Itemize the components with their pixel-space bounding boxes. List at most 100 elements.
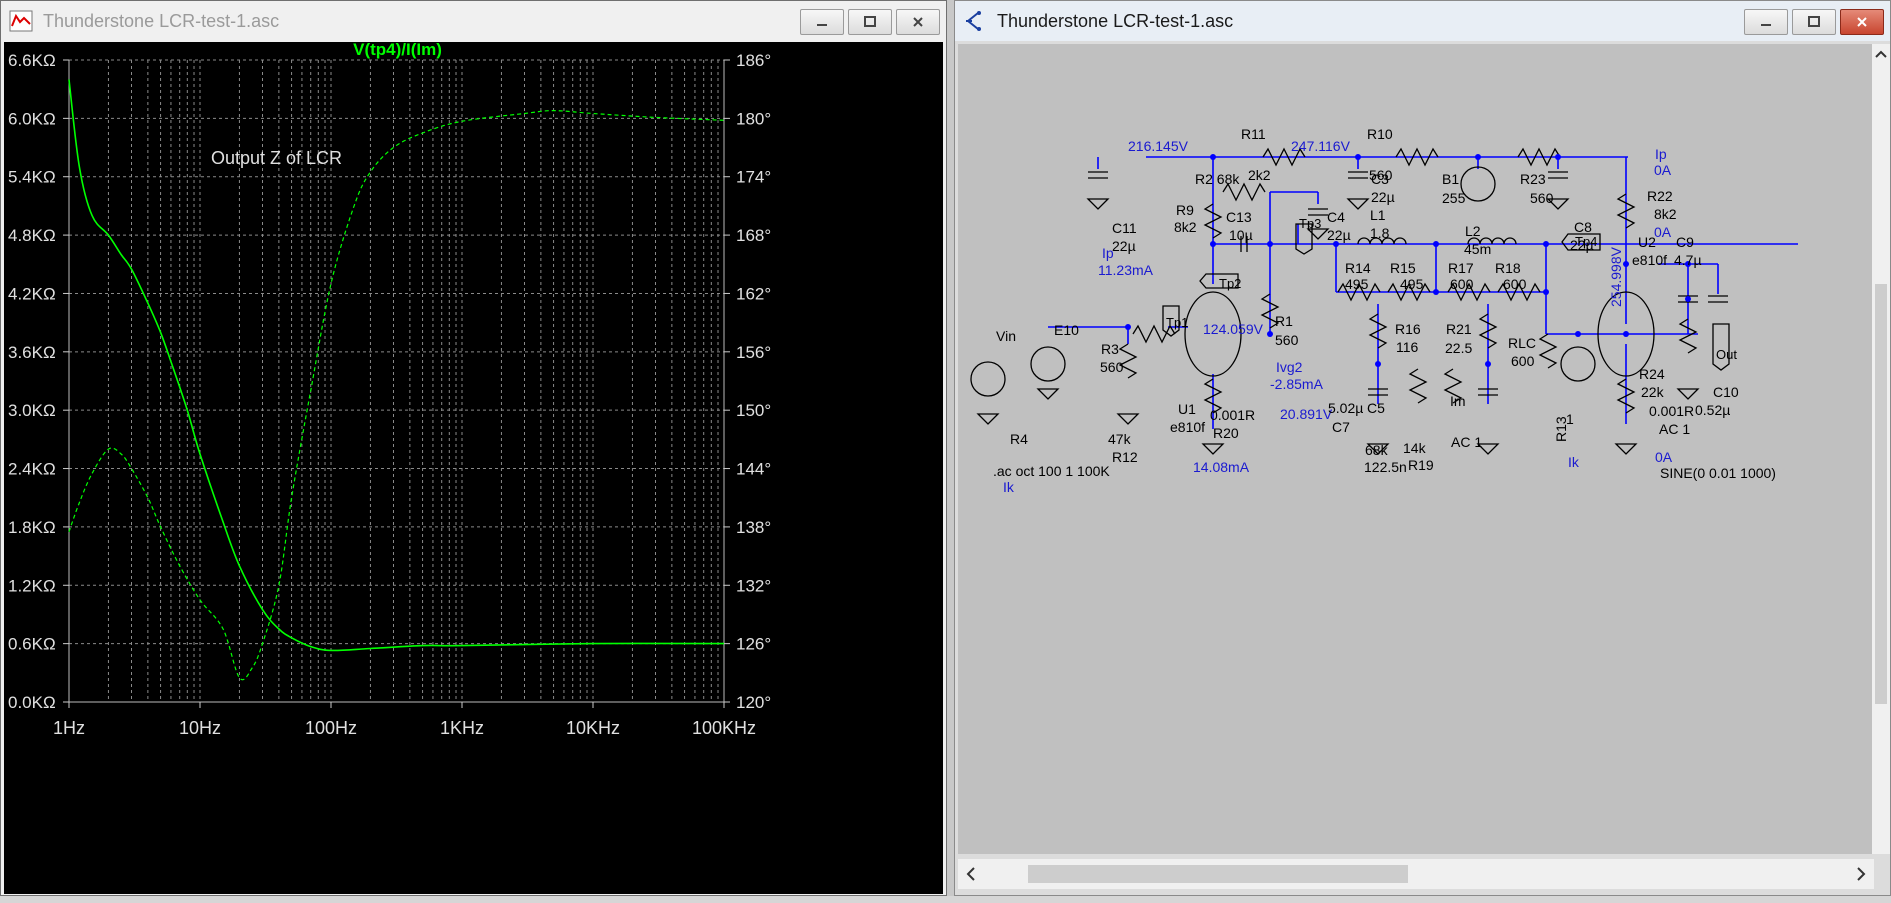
trace-label: V(tp4)/I(Im) xyxy=(353,42,442,59)
phase-series-line xyxy=(68,109,725,681)
component-label: 10µ xyxy=(1229,227,1253,243)
component-label: 45m xyxy=(1464,241,1491,257)
component-label: 116 xyxy=(1396,339,1419,355)
component-label: AC 1 xyxy=(1659,421,1690,437)
component-label: C7 xyxy=(1332,419,1350,435)
component-label: R19 xyxy=(1408,457,1434,473)
node-label: Ik xyxy=(1003,479,1015,495)
component-label: R10 xyxy=(1367,126,1393,142)
node-label: Tp1 xyxy=(1166,315,1188,330)
y-tick-label-right: 120° xyxy=(736,693,771,712)
component-label: 5.02µ xyxy=(1328,400,1363,416)
component-label: RLC xyxy=(1508,335,1536,351)
plot-titlebar[interactable]: Thunderstone LCR-test-1.asc xyxy=(1,1,946,41)
scroll-left-icon[interactable] xyxy=(960,859,982,889)
schematic-titlebar[interactable]: Thunderstone LCR-test-1.asc xyxy=(955,1,1890,41)
component-label: 560 xyxy=(1275,332,1299,348)
node-label: Ik xyxy=(1568,454,1580,470)
y-tick-label-left: 1.8KΩ xyxy=(8,518,56,537)
component-label: L2 xyxy=(1465,223,1481,239)
schematic-window-title: Thunderstone LCR-test-1.asc xyxy=(997,10,1234,31)
node-label: 0A xyxy=(1655,449,1673,465)
component-label: 0.001R xyxy=(1210,407,1255,423)
component-label: R3 xyxy=(1101,341,1119,357)
component-label: AC 1 xyxy=(1451,434,1482,450)
vertical-scrollbar[interactable] xyxy=(1872,44,1890,854)
component-label: R1 xyxy=(1275,313,1293,329)
schematic-window[interactable]: Thunderstone LCR-test-1.asc xyxy=(954,0,1891,896)
component-label: 560 xyxy=(1100,359,1124,375)
component-label: R14 xyxy=(1345,260,1371,276)
maximize-button[interactable] xyxy=(848,9,892,35)
close-button[interactable] xyxy=(896,9,940,35)
minimize-button[interactable] xyxy=(1744,9,1788,35)
component-label: R4 xyxy=(1010,431,1028,447)
y-tick-label-right: 132° xyxy=(736,576,771,595)
node-label: 247.116V xyxy=(1291,138,1351,154)
component-label: C4 xyxy=(1327,209,1345,225)
vertical-scroll-thumb[interactable] xyxy=(1875,284,1887,704)
x-tick-label: 1Hz xyxy=(53,718,85,738)
maximize-button[interactable] xyxy=(1792,9,1836,35)
component-label: 495 xyxy=(1345,276,1369,292)
x-tick-label: 10KHz xyxy=(566,718,620,738)
component-label: 600 xyxy=(1450,276,1474,292)
node-label: Tp4 xyxy=(1575,234,1597,249)
component-label: SINE(0 0.01 1000) xyxy=(1660,465,1776,481)
component-label: 47k xyxy=(1108,431,1132,447)
close-button[interactable] xyxy=(1840,9,1884,35)
component-label: e810f xyxy=(1170,419,1205,435)
close-icon xyxy=(913,17,923,27)
horizontal-scroll-thumb[interactable] xyxy=(1028,865,1408,883)
component-label: C13 xyxy=(1226,209,1252,225)
component-label: R12 xyxy=(1112,449,1138,465)
y-tick-label-left: 6.0KΩ xyxy=(8,109,56,128)
component-label: R22 xyxy=(1647,188,1673,204)
component-label: R9 xyxy=(1176,202,1194,218)
scroll-up-icon[interactable] xyxy=(1872,46,1890,64)
y-tick-label-left: 3.0KΩ xyxy=(8,401,56,420)
component-label: 0.52µ xyxy=(1695,402,1730,418)
y-tick-label-right: 144° xyxy=(736,460,771,479)
waveform-icon xyxy=(7,7,35,35)
component-label: 22µ xyxy=(1570,237,1594,253)
component-label: 495 xyxy=(1400,276,1424,292)
component-label: 2k2 xyxy=(1248,167,1271,183)
component-label: R15 xyxy=(1390,260,1416,276)
impedance-chart[interactable]: 0.0KΩ0.6KΩ1.2KΩ1.8KΩ2.4KΩ3.0KΩ3.6KΩ4.2KΩ… xyxy=(4,40,943,894)
magnitude-series-line xyxy=(68,79,725,652)
component-label: 560 xyxy=(1530,190,1554,206)
y-tick-label-left: 6.6KΩ xyxy=(8,51,56,70)
component-label: E10 xyxy=(1054,322,1079,338)
schematic-wires xyxy=(1048,156,1798,429)
node-label: 11.23mA xyxy=(1098,262,1154,278)
component-label: U2 xyxy=(1638,234,1656,250)
y-tick-label-left: 0.6KΩ xyxy=(8,635,56,654)
y-tick-label-left: 3.6KΩ xyxy=(8,343,56,362)
component-label: 600 xyxy=(1511,353,1535,369)
component-label: e810f xyxy=(1632,252,1667,268)
component-label: .ac oct 100 1 100K xyxy=(993,463,1110,479)
scroll-right-icon[interactable] xyxy=(1850,859,1872,889)
component-label: R13 xyxy=(1553,416,1569,442)
horizontal-scrollbar[interactable] xyxy=(958,859,1874,889)
node-label: -2.85mA xyxy=(1270,376,1324,392)
component-label: 22µ xyxy=(1371,189,1395,205)
component-label: 68k xyxy=(1365,442,1389,458)
y-tick-label-left: 1.2KΩ xyxy=(8,576,56,595)
schematic-icon xyxy=(961,7,989,35)
component-label: 22k xyxy=(1641,384,1665,400)
component-label: 1 xyxy=(1566,411,1574,427)
minimize-button[interactable] xyxy=(800,9,844,35)
component-label: B1 xyxy=(1442,171,1459,187)
node-label: 0A xyxy=(1654,224,1672,240)
y-tick-label-left: 4.8KΩ xyxy=(8,226,56,245)
node-label: Tp3 xyxy=(1299,216,1321,231)
node-label: 254.998V xyxy=(1608,246,1624,307)
component-label: R11 xyxy=(1241,126,1266,142)
component-label: R17 xyxy=(1448,260,1474,276)
